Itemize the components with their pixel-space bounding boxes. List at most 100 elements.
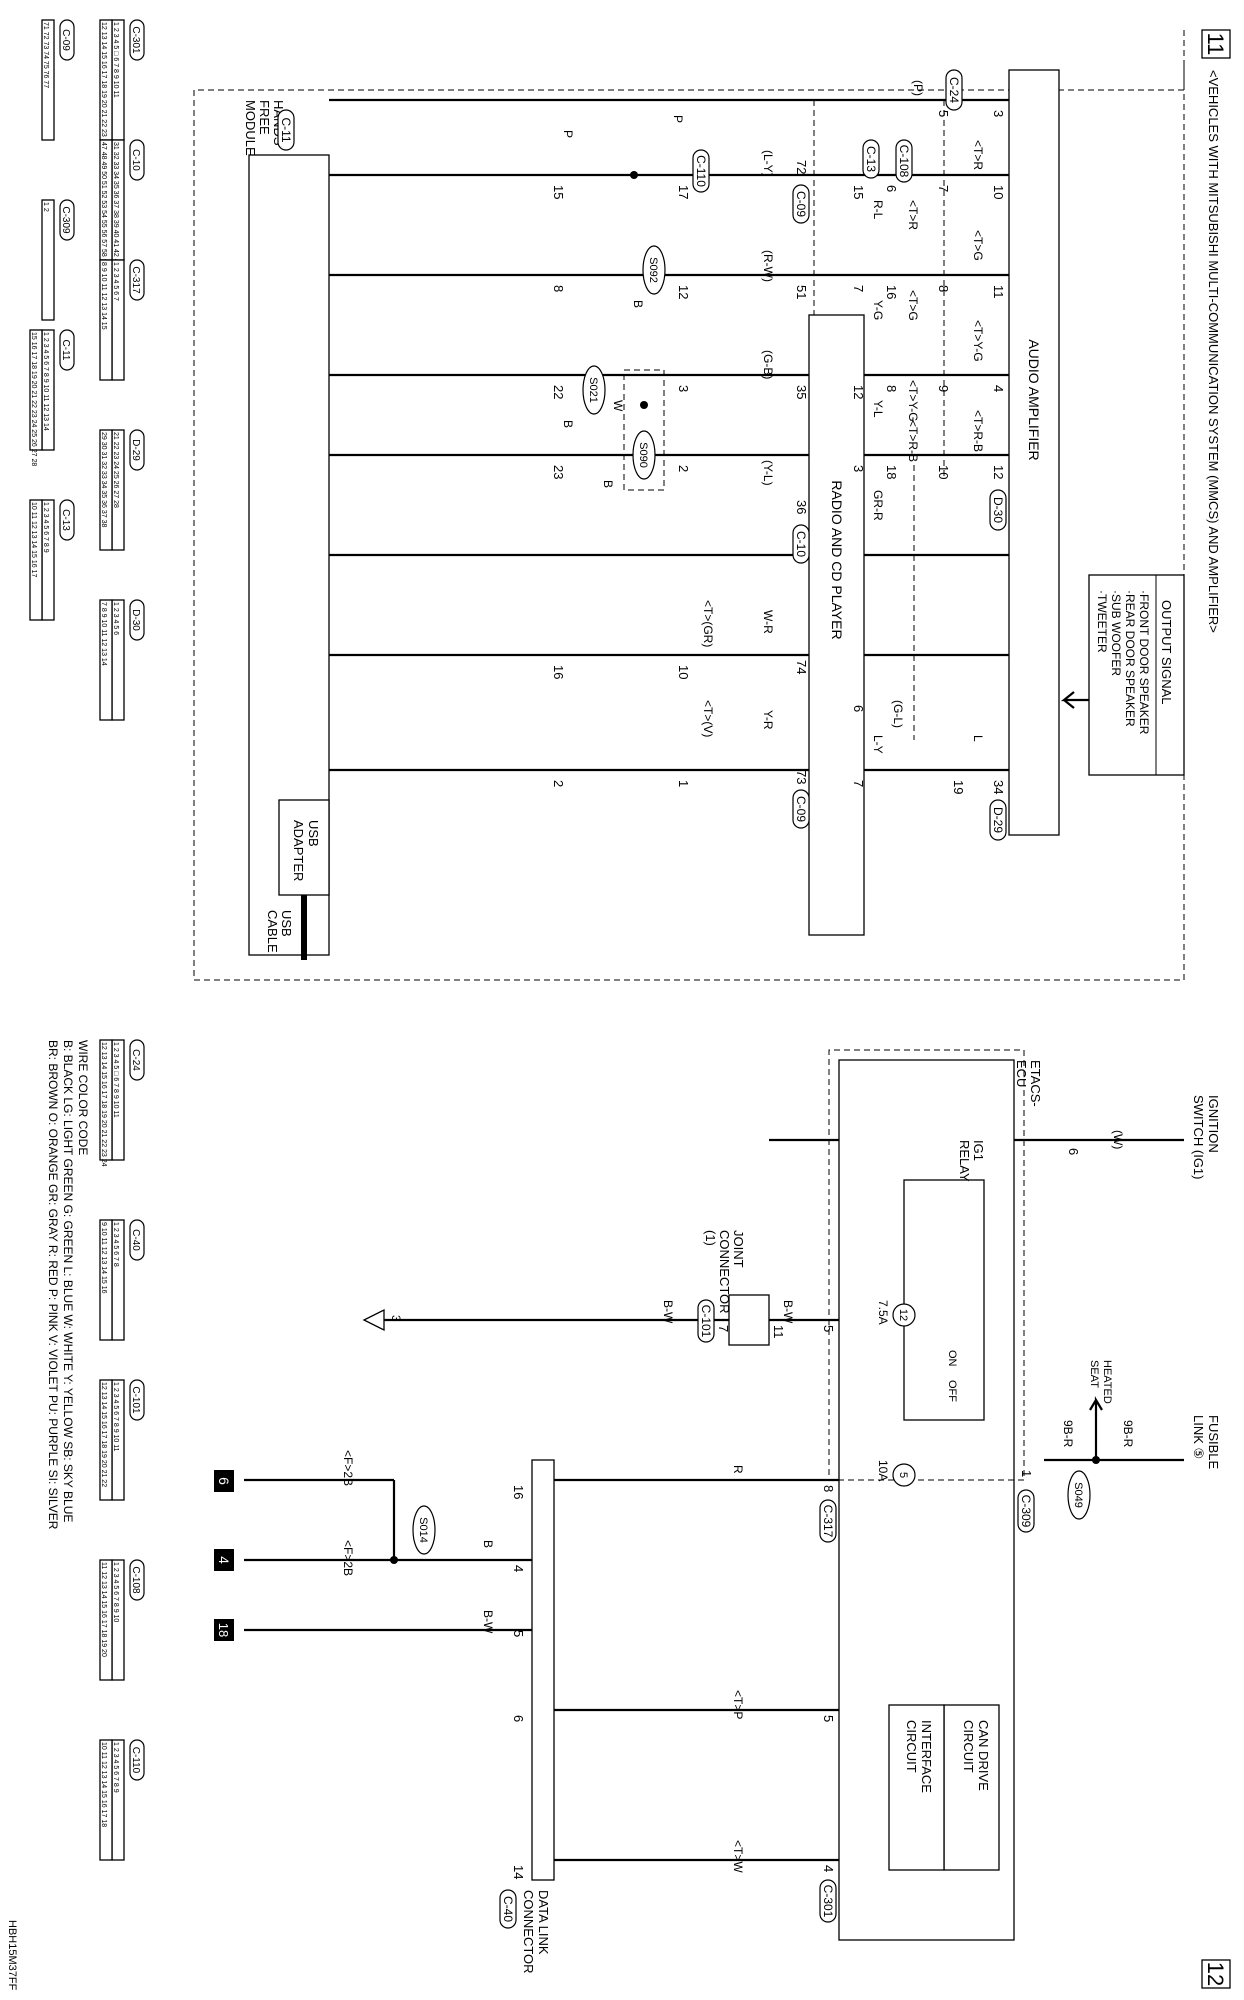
splice-dash-box [623,369,665,491]
joint-label-2: CONNECTOR [717,1230,732,1314]
output-arrow [1060,691,1089,709]
legend-conn-id: C-110 [130,1747,141,1774]
etacs-pin-8: 8 [821,1485,836,1492]
conn-c108: C-108 [897,145,911,178]
c13-wire-rl: R-L [871,200,885,220]
legend-pin-text: 12 13 14 15 16 17 18 19 20 21 22 [100,1382,107,1487]
c09-wire-rw: (R-W) [761,250,775,282]
legend-pin-text: 12 13 14 15 16 17 18 19 20 21 22 23 24 [100,1042,107,1167]
c09-wire-ly: (L-Y) [761,150,775,177]
fusible-wire-2: 9B-R [1061,1420,1075,1448]
heated-seat-2: SEAT [1088,1360,1100,1388]
amp-wire-tg: <T>G [971,230,985,261]
relay-off: OFF [946,1380,958,1402]
output-item-4: ·TWEETER [1095,590,1109,653]
legend-pin-text: 1 2 3 4 5 6 7 8 9 10 11 12 13 14 [42,332,49,431]
conn-c11: C-11 [279,117,293,142]
c09-pin-51: 51 [794,285,809,299]
splice-s049-oval [1067,1470,1091,1520]
c108-wire-tg: <T>G [906,290,920,321]
can-drive-2: CIRCUIT [961,1720,976,1773]
legend-conn-id: C-11 [60,340,71,361]
fusible-title-2: LINK ⑤ [1191,1415,1206,1459]
legend-pin-text: 1 2 3 4 5 6 7 8 9 10 [112,1562,119,1622]
hands-free-label-2: FREE [257,100,272,135]
splice-s092-oval [642,245,666,295]
legend-pin-text: 1 2 3 4 5 6 [112,602,119,635]
legend-conn-pill [129,259,145,301]
etacs-label-1: ETACS- [1028,1060,1043,1107]
ground-18: 18 [216,1623,231,1637]
legend-pin-row [99,1559,113,1681]
hfm-pin-22: 22 [551,385,566,399]
conn-c09-top: C-09 [794,191,808,217]
legend-pin-text: 9 10 11 12 13 14 15 16 [100,1222,107,1294]
c09-pin-73: 73 [794,770,809,784]
c13-pin-3: 3 [851,465,866,472]
output-signal-title: OUTPUT SIGNAL [1159,600,1174,705]
legend-pin-text: 47 48 49 50 51 52 53 54 55 56 57 58 59 6… [100,142,107,296]
dlc-pin-14: 14 [511,1865,526,1879]
ign-wire-w: (W) [1111,1130,1125,1149]
etacs-pin-11: 11 [771,1325,786,1339]
joint-label-3: (1) [703,1230,718,1246]
legend-conn-id: C-09 [60,29,71,51]
splice-wire-b2: B [601,480,615,488]
etacs-dash [828,1049,1025,1481]
legend-pin-text: 7 8 9 10 11 12 13 14 [100,602,107,666]
legend-pin-text: 1 2 3 4 5 6 7 8 9 [112,1742,119,1793]
audio-amplifier-box [1008,69,1060,836]
c110-wire-tgr: <T>(GR) [701,600,715,647]
splice-s021: S021 [587,377,599,403]
legend-pin-row [99,1039,113,1161]
legend-conn-pill [59,199,75,241]
amp-pin-10: 10 [991,185,1006,199]
legend-pin-text: 1 2 3 4 5 6 7 [112,262,119,301]
doc-code: HBH15M37FF [6,1920,18,1991]
usb-adapter-2: ADAPTER [291,820,306,881]
dlc-pin-4: 4 [511,1565,526,1572]
ig1-relay-box [903,1179,985,1421]
ground-6: 6 [216,1477,232,1485]
conn-c40: C-40 [501,1896,515,1922]
conn-c24: C-24 [947,77,961,103]
hfm-pin-23: 23 [551,465,566,479]
etacs-pin-5b: 5 [821,1715,836,1722]
dlc-wire-bw: B-W [481,1610,495,1634]
interface-box [888,1704,945,1871]
conn-c40-pill [499,1889,517,1929]
c110-pin-10: 10 [676,665,691,679]
fuse-12: 12 [897,1309,909,1321]
conn-c13-pill [862,139,880,179]
legend-conn-pill [129,1379,145,1421]
conn-d30: D-30 [991,497,1005,523]
c09-pin-35: 35 [794,385,809,399]
legend-pin-text: 1 2 3 4 5 6 7 8 9 10 11 [112,1382,119,1452]
legend-pin-row [29,499,43,621]
c09-wire-wr: W-R [761,610,775,634]
fuse-5-circle [892,1463,916,1487]
amp-wire-trb: <T>R-B [971,410,985,452]
c13-wire-yg: Y-G [871,300,885,320]
conn-c10: C-10 [794,531,808,557]
ig1-relay-2: RELAY [957,1140,972,1182]
conn-d29: D-29 [991,807,1005,833]
ground-4: 4 [216,1556,232,1564]
conn-c101: C-101 [699,1305,713,1338]
legend-pin-text: 29 30 31 32 33 34 35 36 37 38 [100,432,107,527]
splice-wire-b3: B [561,420,575,428]
legend-conn-pill [129,1039,145,1081]
dlc-pin-16: 16 [511,1485,526,1499]
can-drive-1: CAN DRIVE [976,1720,991,1791]
legend-conn-id: D-29 [130,439,141,461]
c13-wire-grr: GR-R [871,490,885,521]
dlc-box [531,1459,555,1881]
joint-label-1: JOINT [731,1230,746,1268]
header-note: <VEHICLES WITH MITSUBISHI MULTI-COMMUNIC… [1206,70,1221,633]
c108-pin-16: 16 [884,285,899,299]
conn-c317-pill [819,1499,837,1543]
amp-wire-tyg: <T>Y-G [971,320,985,362]
system-boundary [193,30,1185,981]
legend-conn-id: C-13 [60,509,71,531]
